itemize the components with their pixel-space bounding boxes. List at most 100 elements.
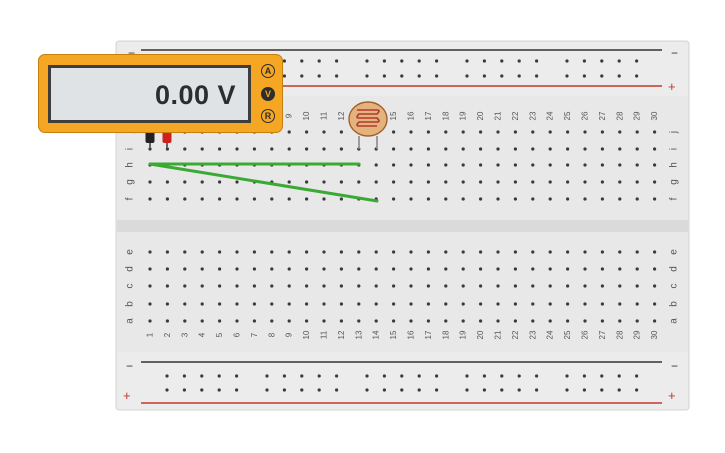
breadboard-hole[interactable] [653, 147, 657, 151]
breadboard-hole[interactable] [444, 267, 448, 271]
breadboard-hole[interactable] [600, 250, 605, 254]
breadboard-hole[interactable] [653, 130, 657, 134]
rail-hole[interactable] [617, 388, 621, 392]
breadboard-hole[interactable] [409, 147, 413, 151]
breadboard-hole[interactable] [183, 319, 187, 323]
main-holes[interactable] [148, 130, 657, 323]
breadboard-hole[interactable] [392, 302, 396, 306]
breadboard-hole[interactable] [339, 147, 343, 151]
breadboard-hole[interactable] [548, 284, 552, 288]
breadboard-hole[interactable] [148, 197, 152, 201]
breadboard-hole[interactable] [287, 319, 291, 323]
breadboard-hole[interactable] [479, 250, 483, 254]
rail-hole[interactable] [182, 374, 186, 378]
rail-hole[interactable] [482, 74, 486, 78]
rail-hole[interactable] [565, 374, 569, 378]
breadboard-hole[interactable] [600, 284, 605, 288]
breadboard-hole[interactable] [357, 267, 361, 271]
rail-hole[interactable] [500, 388, 504, 392]
breadboard-hole[interactable] [600, 197, 605, 201]
rail-hole[interactable] [365, 59, 369, 63]
breadboard-hole[interactable] [287, 130, 291, 134]
breadboard-hole[interactable] [322, 302, 326, 306]
breadboard-hole[interactable] [287, 302, 291, 306]
breadboard-hole[interactable] [305, 267, 309, 271]
breadboard-hole[interactable] [531, 319, 535, 323]
breadboard-hole[interactable] [148, 250, 152, 254]
breadboard-hole[interactable] [165, 319, 169, 323]
breadboard-hole[interactable] [531, 130, 535, 134]
rail-hole[interactable] [617, 59, 621, 63]
breadboard-hole[interactable] [566, 302, 570, 306]
breadboard-hole[interactable] [165, 284, 169, 288]
rail-hole[interactable] [435, 388, 439, 392]
breadboard-hole[interactable] [200, 284, 204, 288]
breadboard-hole[interactable] [618, 250, 622, 254]
breadboard-hole[interactable] [531, 250, 535, 254]
breadboard-hole[interactable] [183, 197, 187, 201]
breadboard-hole[interactable] [583, 250, 587, 254]
rail-hole[interactable] [535, 74, 539, 78]
breadboard-hole[interactable] [270, 147, 274, 151]
mode-ammeter-button[interactable]: A [261, 64, 275, 78]
rail-hole[interactable] [335, 74, 339, 78]
rail-hole[interactable] [165, 374, 169, 378]
rail-hole[interactable] [300, 388, 304, 392]
rail-hole[interactable] [482, 388, 486, 392]
rail-hole[interactable] [482, 374, 486, 378]
breadboard-hole[interactable] [635, 250, 639, 254]
rail-hole[interactable] [217, 388, 221, 392]
breadboard-hole[interactable] [339, 197, 343, 201]
breadboard-hole[interactable] [566, 319, 570, 323]
breadboard-hole[interactable] [322, 319, 326, 323]
breadboard-hole[interactable] [548, 302, 552, 306]
rail-hole[interactable] [300, 74, 304, 78]
rail-hole[interactable] [235, 388, 239, 392]
breadboard-hole[interactable] [531, 197, 535, 201]
rail-hole[interactable] [565, 59, 569, 63]
breadboard-hole[interactable] [444, 197, 448, 201]
breadboard-hole[interactable] [583, 284, 587, 288]
breadboard-hole[interactable] [252, 197, 256, 201]
breadboard-hole[interactable] [409, 284, 413, 288]
breadboard-hole[interactable] [513, 197, 518, 201]
breadboard-hole[interactable] [322, 197, 326, 201]
breadboard-hole[interactable] [270, 284, 274, 288]
breadboard-hole[interactable] [374, 267, 378, 271]
breadboard-hole[interactable] [496, 130, 500, 134]
breadboard-hole[interactable] [339, 319, 343, 323]
breadboard-hole[interactable] [461, 319, 465, 323]
breadboard-hole[interactable] [287, 197, 291, 201]
breadboard-hole[interactable] [392, 319, 396, 323]
breadboard-hole[interactable] [374, 250, 378, 254]
rail-hole[interactable] [517, 59, 521, 63]
rail-hole[interactable] [365, 74, 369, 78]
breadboard-hole[interactable] [287, 250, 291, 254]
breadboard-hole[interactable] [374, 163, 378, 167]
breadboard-hole[interactable] [583, 319, 587, 323]
breadboard-hole[interactable] [252, 319, 256, 323]
multimeter[interactable]: 0.00 V A V R [38, 54, 283, 133]
breadboard-hole[interactable] [183, 302, 187, 306]
breadboard-hole[interactable] [479, 180, 483, 184]
breadboard-hole[interactable] [566, 284, 570, 288]
breadboard-hole[interactable] [426, 319, 430, 323]
breadboard-hole[interactable] [496, 267, 500, 271]
breadboard-hole[interactable] [531, 284, 535, 288]
breadboard-hole[interactable] [183, 267, 187, 271]
breadboard-hole[interactable] [426, 147, 430, 151]
breadboard-hole[interactable] [461, 147, 465, 151]
breadboard-hole[interactable] [548, 267, 552, 271]
breadboard-hole[interactable] [270, 197, 274, 201]
breadboard-hole[interactable] [218, 302, 222, 306]
breadboard-hole[interactable] [444, 319, 448, 323]
breadboard-hole[interactable] [322, 130, 326, 134]
rail-hole[interactable] [265, 374, 269, 378]
breadboard-hole[interactable] [322, 147, 326, 151]
breadboard-hole[interactable] [392, 163, 396, 167]
rail-hole[interactable] [217, 374, 221, 378]
breadboard-hole[interactable] [183, 250, 187, 254]
breadboard-hole[interactable] [409, 267, 413, 271]
rail-hole[interactable] [382, 74, 386, 78]
breadboard-hole[interactable] [252, 302, 256, 306]
